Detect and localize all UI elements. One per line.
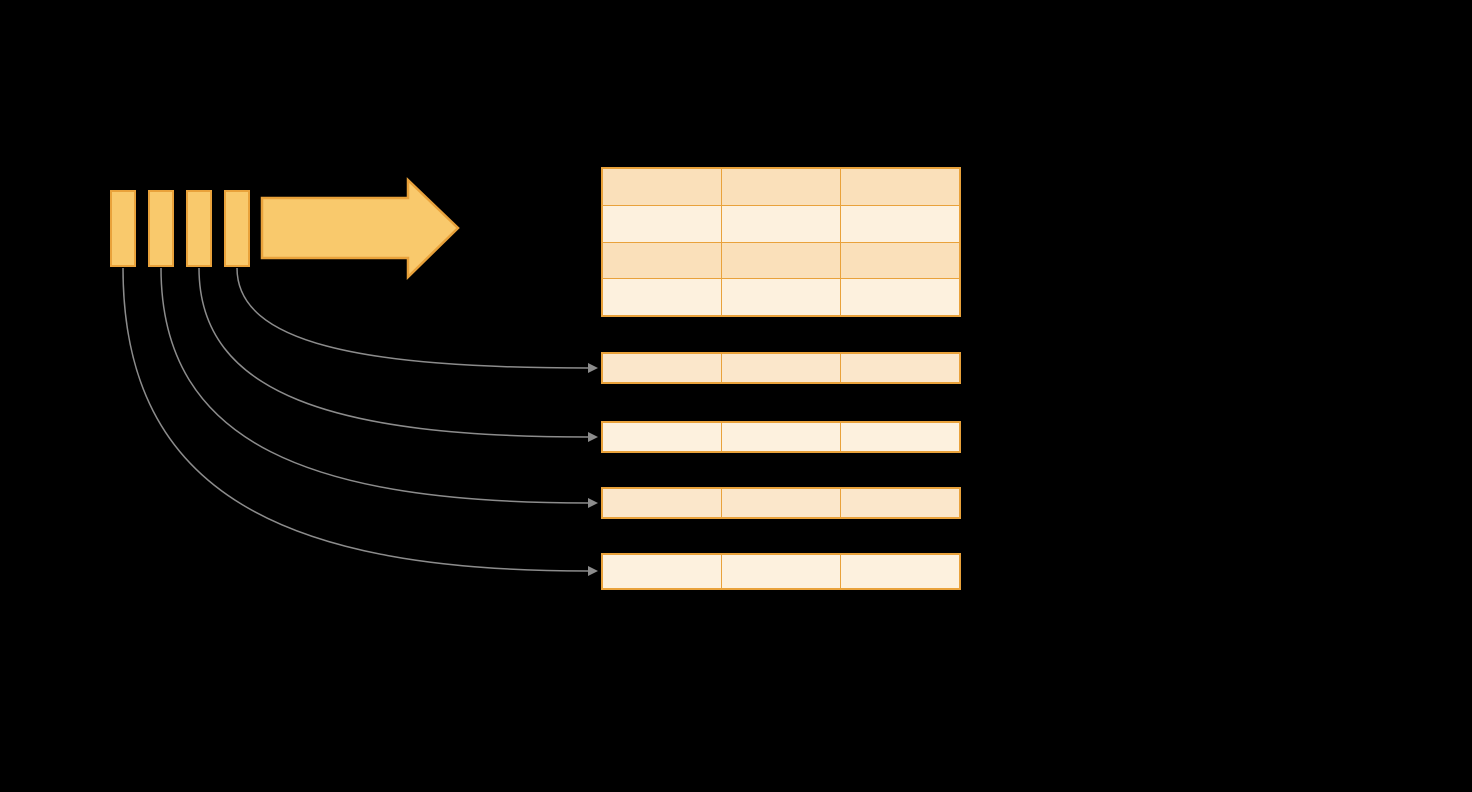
arrowhead-icon	[588, 566, 598, 576]
row-table-4	[601, 553, 961, 590]
row-table-cell	[841, 555, 959, 588]
row-table-cell	[603, 489, 721, 517]
main-table-cell	[603, 169, 721, 205]
connector-line-2	[198, 267, 589, 438]
row-table-cell	[722, 555, 840, 588]
row-table-cell	[722, 354, 840, 382]
queue-bar-1	[110, 190, 136, 267]
connector-line-1	[236, 267, 589, 369]
row-table-cell	[603, 423, 721, 451]
queue-bar-4	[224, 190, 250, 267]
row-table-3	[601, 487, 961, 519]
main-table-cell	[722, 205, 840, 242]
row-table-2	[601, 421, 961, 453]
queue-bar-3	[186, 190, 212, 267]
row-table-cell	[722, 489, 840, 517]
main-table-cell	[722, 242, 840, 279]
flow-arrow-icon	[260, 177, 460, 280]
row-table-cell	[603, 354, 721, 382]
main-table-cell	[841, 205, 959, 242]
row-table-cell	[603, 555, 721, 588]
main-table	[601, 167, 961, 317]
row-table-cell	[722, 423, 840, 451]
main-table-cell	[603, 242, 721, 279]
arrowhead-icon	[588, 432, 598, 442]
main-table-cell	[603, 279, 721, 315]
connector-line-3	[160, 267, 589, 504]
arrowhead-icon	[588, 363, 598, 373]
main-table-cell	[841, 279, 959, 315]
row-table-cell	[841, 489, 959, 517]
queue-bar-2	[148, 190, 174, 267]
row-table-cell	[841, 423, 959, 451]
main-table-cell	[603, 205, 721, 242]
main-table-cell	[841, 242, 959, 279]
connector-line-4	[122, 267, 589, 572]
row-table-1	[601, 352, 961, 384]
arrowhead-icon	[588, 498, 598, 508]
main-table-cell	[841, 169, 959, 205]
main-table-cell	[722, 279, 840, 315]
row-table-cell	[841, 354, 959, 382]
main-table-cell	[722, 169, 840, 205]
